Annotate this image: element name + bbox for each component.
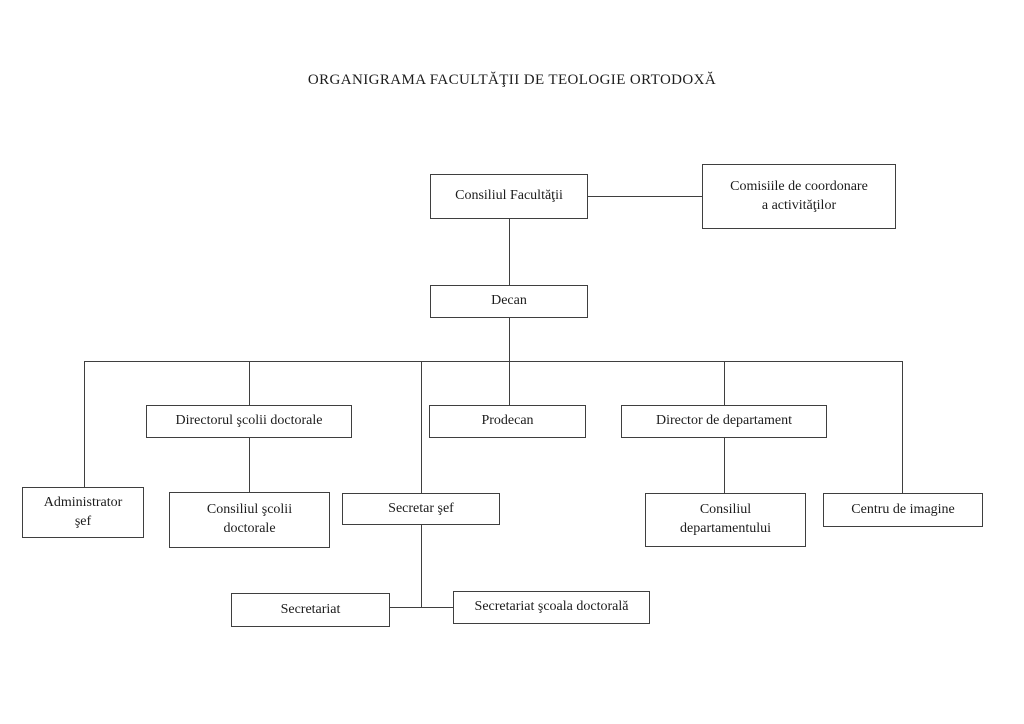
node-secretariat: Secretariat <box>231 593 390 627</box>
connector-secretariat-junction <box>390 607 453 608</box>
node-consiliul-scolii-doctorale-label: Consiliul şcolii doctorale <box>206 502 293 536</box>
node-decan: Decan <box>430 285 588 318</box>
node-secretariat-scoala-doctorala-label: Secretariat şcoala doctorală <box>474 599 629 615</box>
node-prodecan: Prodecan <box>429 405 586 438</box>
connector-consiliul-decan <box>509 218 510 285</box>
node-decan-label: Decan <box>491 293 527 309</box>
node-secretar-sef: Secretar şef <box>342 493 500 525</box>
node-secretar-sef-label: Secretar şef <box>388 500 454 516</box>
node-centru-imagine: Centru de imagine <box>823 493 983 527</box>
connector-bus-administrator <box>84 361 85 487</box>
node-consiliul-departamentului: Consiliul departamentului <box>645 493 806 547</box>
node-consiliul-departamentului-label: Consiliul departamentului <box>680 502 771 536</box>
connector-decan-bus <box>509 317 510 361</box>
node-directorul-scolii-doctorale: Directorul şcolii doctorale <box>146 405 352 438</box>
connector-bus-centru-imagine <box>902 361 903 493</box>
node-secretariat-label: Secretariat <box>280 601 341 617</box>
node-directorul-scolii-doctorale-label: Directorul şcolii doctorale <box>175 413 323 429</box>
connector-bus-directorul-scolii <box>249 361 250 405</box>
node-consiliul-facultatii-label: Consiliul Facultăţii <box>455 188 563 204</box>
connector-bus-prodecan <box>509 361 510 405</box>
connector-consiliul-comisiile <box>588 196 702 197</box>
node-comisiile-coordonare: Comisiile de coordonare a activităţilor <box>702 164 896 229</box>
connector-secretar-junction <box>421 524 422 607</box>
page-title: ORGANIGRAMA FACULTĂŢII DE TEOLOGIE ORTOD… <box>307 72 717 88</box>
node-director-departament-label: Director de departament <box>655 413 793 429</box>
node-administrator-sef: Administrator şef <box>22 487 144 538</box>
connector-bus-director-departament <box>724 361 725 405</box>
node-consiliul-scolii-doctorale: Consiliul şcolii doctorale <box>169 492 330 548</box>
connector-directorul-consiliul-scolii <box>249 438 250 493</box>
node-centru-imagine-label: Centru de imagine <box>851 501 955 517</box>
node-secretariat-scoala-doctorala: Secretariat şcoala doctorală <box>453 591 650 624</box>
node-comisiile-coordonare-label: Comisiile de coordonare a activităţilor <box>730 178 868 213</box>
node-consiliul-facultatii: Consiliul Facultăţii <box>430 174 588 219</box>
connector-bus <box>84 361 903 362</box>
connector-director-consiliul-departamentului <box>724 437 725 493</box>
node-prodecan-label: Prodecan <box>481 413 534 429</box>
node-director-departament: Director de departament <box>621 405 827 438</box>
connector-bus-secretar-sef <box>421 361 422 493</box>
node-administrator-sef-label: Administrator şef <box>43 494 123 529</box>
